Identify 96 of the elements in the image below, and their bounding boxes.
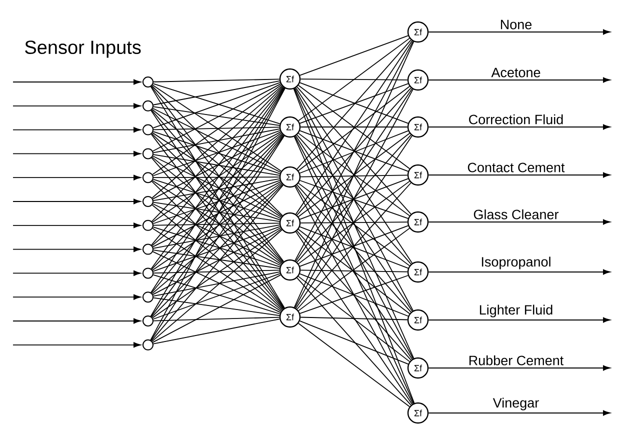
connection-line <box>152 274 282 343</box>
connection-line <box>296 277 412 406</box>
input-circle <box>142 268 154 279</box>
connection-line <box>300 316 408 320</box>
connection-line <box>152 131 282 200</box>
connection-line <box>152 80 280 106</box>
output-arrow <box>428 219 610 225</box>
input-arrow <box>12 294 141 300</box>
input-circle <box>142 196 154 207</box>
input-circle <box>142 76 154 88</box>
output-arrow <box>428 269 610 275</box>
connection-line <box>152 154 280 176</box>
input-circle <box>142 244 154 255</box>
input-arrow <box>12 246 141 252</box>
connection-line <box>298 276 410 362</box>
edge-label: Acetone <box>491 68 540 78</box>
connection-line <box>298 322 410 408</box>
input-arrow <box>12 79 141 85</box>
connection-line <box>152 181 281 248</box>
connection-line <box>295 185 413 360</box>
edge-label: Rubber Cement <box>469 355 564 366</box>
connection-line <box>295 40 413 215</box>
input-circle <box>142 100 154 112</box>
connection-line <box>151 184 284 342</box>
connection-line <box>152 229 282 342</box>
edge-label: Vinegar <box>492 398 539 410</box>
connection-line <box>299 320 409 365</box>
connection-line <box>152 251 281 313</box>
connection-line <box>300 222 408 224</box>
input-arrow <box>12 127 141 132</box>
connection-line <box>152 83 282 152</box>
output-arrow <box>428 77 610 83</box>
output-arrow <box>428 365 610 371</box>
connection-line <box>153 297 280 316</box>
connection-line <box>153 176 280 178</box>
connection-line <box>152 108 282 217</box>
connection-line <box>153 250 280 269</box>
connection-line <box>153 126 280 130</box>
input-circle <box>142 316 154 326</box>
input-arrow <box>12 270 141 276</box>
connection-line <box>152 156 281 219</box>
connection-line <box>300 270 408 272</box>
connection-line <box>296 230 412 360</box>
edge-label: Correction Fluid <box>469 114 563 124</box>
connection-line <box>298 38 410 122</box>
connection-line <box>294 40 414 262</box>
connection-line <box>300 174 408 178</box>
edge-label: Isopropanol <box>482 256 550 270</box>
connection-line <box>152 204 282 311</box>
connection-line <box>300 35 408 76</box>
output-arrow <box>428 410 610 416</box>
connection-line <box>296 40 412 170</box>
connection-line <box>152 272 280 296</box>
connection-line <box>300 126 408 128</box>
connection-line <box>153 106 280 126</box>
input-circle <box>142 292 154 303</box>
connection-line <box>152 178 280 201</box>
connection-line <box>153 202 280 222</box>
connection-line <box>294 136 414 360</box>
output-arrow <box>428 317 610 323</box>
connection-line <box>152 318 280 344</box>
edge-label: Lighter Fluid <box>480 304 552 318</box>
input-arrow <box>12 318 141 324</box>
input-circle <box>142 148 154 160</box>
connection-line <box>153 78 280 82</box>
input-circle <box>142 220 154 231</box>
connection-line <box>152 108 281 173</box>
input-circle <box>142 339 154 350</box>
connection-line <box>152 227 282 295</box>
connection-line <box>300 78 408 80</box>
connection-line <box>152 128 280 154</box>
connection-line <box>294 41 414 308</box>
output-arrow <box>428 172 610 178</box>
output-arrow <box>428 124 610 130</box>
connection-line <box>152 156 282 264</box>
connection-line <box>153 270 280 274</box>
connection-line <box>152 203 281 266</box>
input-arrow <box>12 103 141 109</box>
input-circle <box>142 172 154 184</box>
connection-line <box>153 316 280 322</box>
connection-line <box>295 231 413 405</box>
connection-line <box>152 224 280 249</box>
output-arrow <box>428 29 610 35</box>
input-circle <box>142 124 154 136</box>
connection-line <box>294 136 414 404</box>
input-arrow <box>12 342 141 348</box>
input-arrow <box>12 174 141 180</box>
title: Sensor Inputs <box>25 40 141 58</box>
connection-line <box>153 222 280 226</box>
edge-label: None <box>500 20 532 30</box>
edge-label: Contact Cement <box>468 162 565 172</box>
input-arrow <box>12 198 141 204</box>
input-arrow <box>12 150 141 156</box>
edge-label: Glass Cleaner <box>474 209 558 220</box>
input-arrow <box>12 222 141 228</box>
connection-line <box>294 186 414 404</box>
